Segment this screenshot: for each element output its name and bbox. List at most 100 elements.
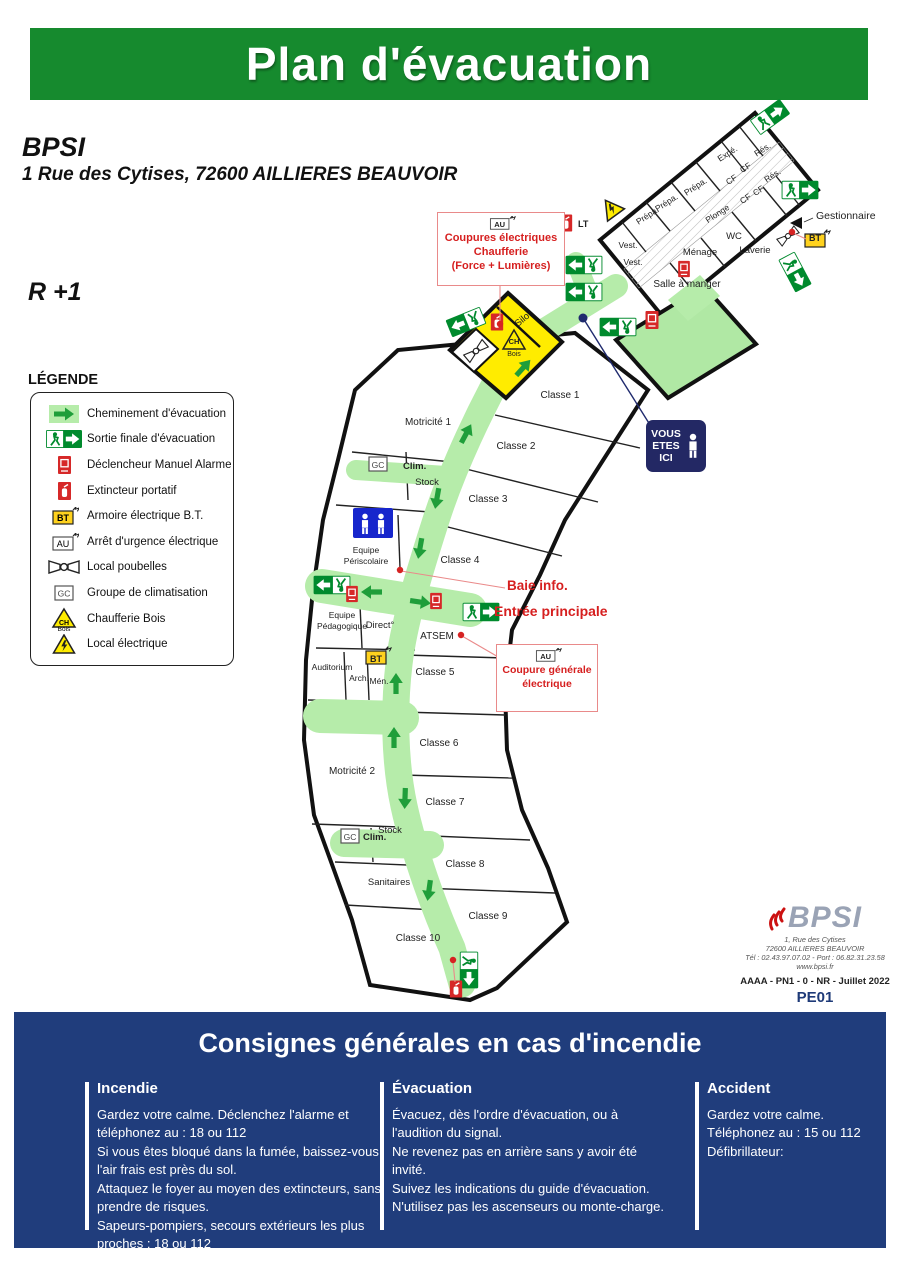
legend-box: Cheminement d'évacuation Sortie finale d… [30, 392, 234, 666]
lt-label: LT [578, 219, 589, 229]
room-label: Classe 9 [469, 911, 508, 922]
legend-item: AU Arrêt d'urgence électrique [41, 529, 233, 555]
gc-label: GC [344, 832, 357, 842]
footer-logo-block: BPSI 1, Rue des Cytises 72600 AILLIERES … [735, 901, 895, 1007]
svg-text:AU: AU [540, 652, 551, 661]
legend-item: Local poubelles [41, 555, 233, 581]
room-label: Classe 5 [416, 667, 455, 678]
room-label: Vest. [624, 257, 643, 267]
safety-icons: LT BT BT GC Clim. [340, 193, 831, 999]
svg-text:BT: BT [57, 513, 69, 523]
service-wing [597, 110, 821, 401]
emergency-stop-icon: AU [438, 216, 564, 231]
clim-label: Clim. [363, 832, 386, 843]
bois-label: Bois [507, 351, 521, 358]
header-banner: Plan d'évacuation [30, 28, 868, 100]
waste-room-icon [41, 559, 87, 575]
room-label: Direct° [366, 620, 395, 631]
flame-icon [769, 907, 786, 931]
room-label: Laverie [739, 245, 770, 256]
instructions-column-evacuation: Évacuation Évacuez, dès l'ordre d'évacua… [380, 1080, 665, 1230]
floor-label: R +1 [28, 278, 82, 306]
room-label: Classe 7 [426, 797, 465, 808]
legend-item: Déclencheur Manuel Alarme [41, 452, 233, 478]
room-label: Motricité 2 [329, 766, 376, 777]
page-title: Plan d'évacuation [245, 38, 653, 90]
annotation-baie-info: Baie info. [507, 578, 568, 593]
wood-boiler-triangle [501, 328, 527, 350]
room-label: Périscolaire [344, 556, 389, 566]
svg-text:AU: AU [494, 220, 505, 229]
room-label: Ménage [683, 247, 717, 258]
legend-heading: LÉGENDE [28, 372, 99, 388]
gc-label: GC [372, 460, 385, 470]
extinguisher-icon [41, 480, 87, 501]
electrical-room-triangle [596, 193, 626, 222]
annotation-coupures-chaufferie: AU Coupures électriques Chaufferie (Forc… [437, 212, 565, 286]
legend-item: BT Armoire électrique B.T. [41, 503, 233, 529]
gc-unit-icon [368, 456, 388, 472]
svg-text:CH: CH [59, 620, 69, 627]
restroom-icon [353, 508, 393, 538]
room-label: Stock [378, 825, 402, 836]
alarm-icon [677, 260, 691, 278]
emergency-stop-icon: AU [41, 532, 87, 551]
document-code: PE01 [796, 989, 834, 1007]
electrical-room-icon [41, 634, 87, 654]
annotation-gestionnaire: Gestionnaire [816, 210, 876, 222]
room-label: Stock [415, 477, 439, 488]
room-label: Salle à manger [653, 279, 721, 290]
legend-item: Extincteur portatif [41, 478, 233, 504]
room-label: Arch. [349, 673, 369, 683]
document-reference: AAAA - PN1 - 0 - NR - Juillet 2022 [740, 976, 890, 988]
site-name: BPSI [22, 132, 86, 162]
final-exit-icon [41, 430, 87, 449]
svg-text:AU: AU [57, 539, 70, 549]
legend-item: Cheminement d'évacuation [41, 401, 233, 427]
gc-unit-icon [340, 828, 360, 844]
room-label: Classe 2 [497, 441, 536, 452]
you-are-here-badge: VOUS ETES ICI [646, 420, 706, 472]
room-label: Motricité 1 [405, 417, 452, 428]
room-label: Pédagogique [317, 621, 367, 631]
room-label: Mén. [370, 676, 389, 686]
extinguisher-icon [449, 979, 463, 999]
legend-item: Sortie finale d'évacuation [41, 427, 233, 453]
room-label: Classe 10 [396, 933, 441, 944]
manual-alarm-icon [41, 455, 87, 475]
instructions-column-incendie: Incendie Gardez votre calme. Déclenchez … [85, 1080, 385, 1251]
gestionnaire-pointer [790, 217, 802, 229]
gc-unit-icon: GC [41, 585, 87, 601]
clim-label: Clim. [403, 461, 426, 472]
bt-label: BT [809, 233, 821, 243]
svg-text:GC: GC [58, 588, 71, 598]
svg-text:Bois: Bois [58, 626, 71, 631]
instructions-column-accident: Accident Gardez votre calme. Téléphonez … [695, 1080, 875, 1230]
ch-label: CH [509, 337, 520, 346]
room-label: Classe 1 [541, 390, 580, 401]
room-label: Classe 4 [441, 555, 480, 566]
boiler-room: CH Bois [447, 290, 565, 401]
person-icon [689, 433, 697, 458]
leader-lines [396, 228, 807, 983]
annotation-coupure-generale: AU Coupure générale électrique [496, 644, 598, 712]
room-label: Equipe [329, 610, 356, 620]
room-label: WC [726, 231, 742, 242]
room-labels: Prépa. Prépa. Prépa. Expé. Rés. CF CF Ré… [312, 141, 783, 944]
fire-instructions-panel: Consignes générales en cas d'incendie In… [14, 1012, 886, 1251]
legend-item: Local électrique [41, 631, 233, 657]
emergency-stop-icon: AU [497, 648, 597, 663]
room-label: ATSEM [420, 631, 454, 642]
room-label: Equipe [353, 545, 380, 555]
annotation-entree-principale: Entrée principale [494, 603, 608, 619]
bt-cabinet-icon [804, 229, 831, 248]
room-label: Classe 3 [469, 494, 508, 505]
legend-item: GC Groupe de climatisation [41, 580, 233, 606]
bt-cabinet-icon [365, 646, 392, 665]
bt-cabinet-icon: BT [41, 507, 87, 525]
brand-name: BPSI [787, 901, 863, 934]
wood-boiler-icon: CH Bois [41, 607, 87, 631]
alarm-icon [429, 592, 443, 610]
